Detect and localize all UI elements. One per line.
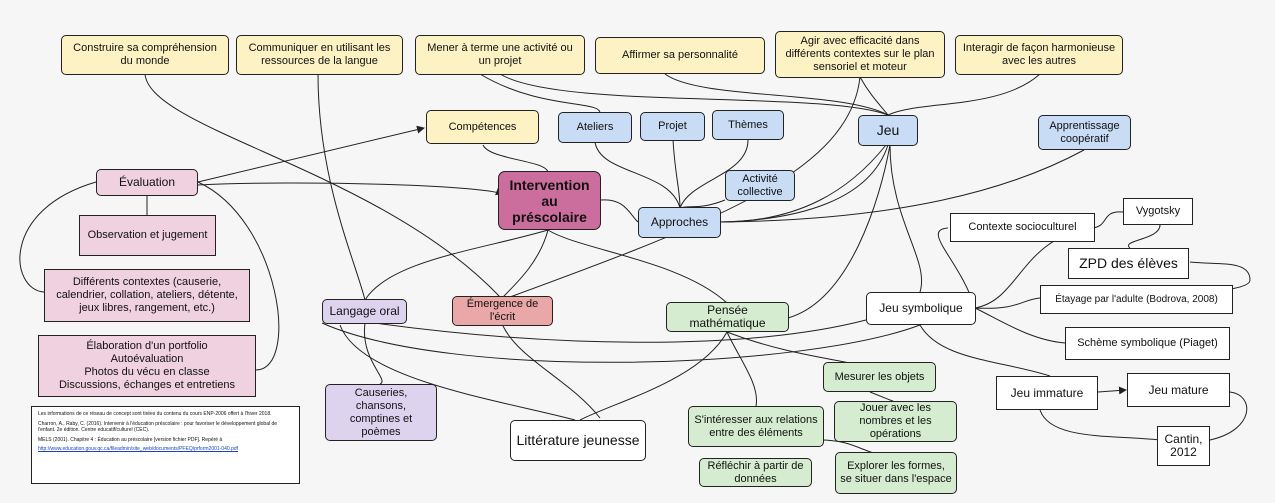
reference-charron: Charron, A., Raby, C. (2016). Intervenir…: [38, 420, 278, 434]
node-mesurer: Mesurer les objets: [823, 362, 936, 392]
node-observation: Observation et jugement: [79, 215, 216, 256]
node-explorer: Explorer les formes, se situer dans l'es…: [835, 452, 957, 494]
node-jeu-symbolique: Jeu symbolique: [866, 292, 976, 325]
node-projet: Projet: [640, 112, 705, 141]
node-etayage: Étayage par l'adulte (Bodrova, 2008): [1040, 285, 1233, 314]
node-zpd: ZPD des élèves: [1068, 248, 1189, 279]
node-reflechir: Réfléchir à partir de données: [699, 458, 812, 487]
node-jeu-immature: Jeu immature: [996, 376, 1098, 410]
node-litterature: Littérature jeunesse: [510, 420, 646, 461]
node-contexte-socio: Contexte socioculturel: [950, 213, 1095, 242]
references-box: Les informations de ce réseau de concept…: [31, 406, 300, 484]
node-langage-oral: Langage oral: [322, 299, 407, 324]
node-mener: Mener à terme une activité ou un projet: [415, 35, 585, 75]
node-affirmer: Affirmer sa personnalité: [595, 37, 765, 74]
node-interagir: Interagir de façon harmonieuse avec les …: [955, 35, 1123, 75]
node-communiquer: Communiquer en utilisant les ressources …: [236, 35, 403, 75]
node-themes: Thèmes: [712, 110, 784, 140]
node-causeries: Causeries, chansons, comptines et poèmes: [325, 384, 437, 441]
node-elaboration: Élaboration d'un portfolio Autoévaluatio…: [38, 335, 256, 397]
node-intervention: Intervention au préscolaire: [498, 171, 601, 230]
node-sinteresser: S'intéresser aux relations entre des élé…: [688, 406, 824, 447]
node-jeu: Jeu: [858, 115, 918, 146]
node-activite: Activité collective: [725, 170, 795, 201]
node-vygotsky: Vygotsky: [1123, 198, 1193, 225]
node-competences: Compétences: [426, 110, 539, 144]
node-jeu-mature: Jeu mature: [1127, 373, 1230, 407]
reference-url-link[interactable]: http://www.education.gouv.qc.ca/fileadmi…: [38, 446, 239, 452]
reference-note: Les informations de ce réseau de concept…: [38, 411, 272, 417]
node-jouer: Jouer avec les nombres et les opérations: [834, 401, 957, 442]
node-emergence: Émergence de l'écrit: [452, 296, 553, 326]
node-contextes: Différents contextes (causerie, calendri…: [44, 269, 250, 322]
node-schema: Schème symbolique (Piaget): [1065, 327, 1230, 360]
node-agir: Agir avec efficacité dans différents con…: [775, 31, 945, 78]
node-construire: Construire sa compréhension du monde: [61, 35, 229, 75]
node-pensee: Pensée mathématique: [666, 302, 789, 332]
reference-mels: MELS (2001). Chapitre 4 : Éducation au p…: [38, 436, 223, 443]
node-evaluation: Évaluation: [96, 169, 198, 196]
node-apprentissage: Apprentissage coopératif: [1038, 115, 1131, 150]
node-approches: Approches: [638, 207, 721, 238]
node-cantin: Cantin, 2012: [1157, 426, 1210, 466]
node-ateliers: Ateliers: [558, 112, 632, 143]
